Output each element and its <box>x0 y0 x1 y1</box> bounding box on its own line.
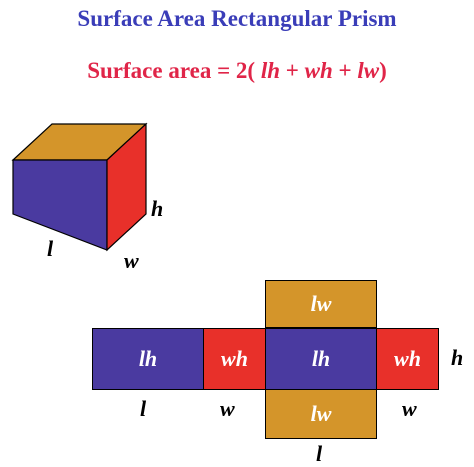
formula-suffix: ) <box>379 58 387 83</box>
net-face-wh-right: wh <box>376 328 439 390</box>
net-width-label-right: w <box>402 396 417 421</box>
prism-width-label: w <box>124 248 139 273</box>
surface-area-formula: Surface area = 2( lh + wh + lw) <box>0 58 474 84</box>
prism-height-label: h <box>151 196 164 221</box>
formula-plus-1: + <box>280 58 305 83</box>
formula-prefix: Surface area = 2( <box>87 58 261 83</box>
net-length-label-bottom: l <box>316 441 323 466</box>
formula-term-wh: wh <box>304 58 333 83</box>
net-face-lw-bottom: lw <box>265 389 377 439</box>
prism-front-face <box>12 159 108 251</box>
formula-term-lh: lh <box>260 58 281 83</box>
net-face-lh-center: lh <box>265 328 377 390</box>
formula-plus-2: + <box>332 58 358 83</box>
prism-length-label: l <box>47 236 54 261</box>
prism-side-face <box>106 122 147 252</box>
formula-term-lw: lw <box>357 58 380 83</box>
net-face-lw-top: lw <box>265 280 377 328</box>
net-height-label: h <box>451 345 464 370</box>
net-face-wh-left: wh <box>203 328 266 390</box>
net-length-label-left: l <box>140 396 147 421</box>
diagram-title: Surface Area Rectangular Prism <box>77 6 397 31</box>
rectangular-prism-3d <box>11 122 148 252</box>
net-face-lh-left: lh <box>92 328 204 390</box>
net-width-label-left: w <box>220 396 235 421</box>
